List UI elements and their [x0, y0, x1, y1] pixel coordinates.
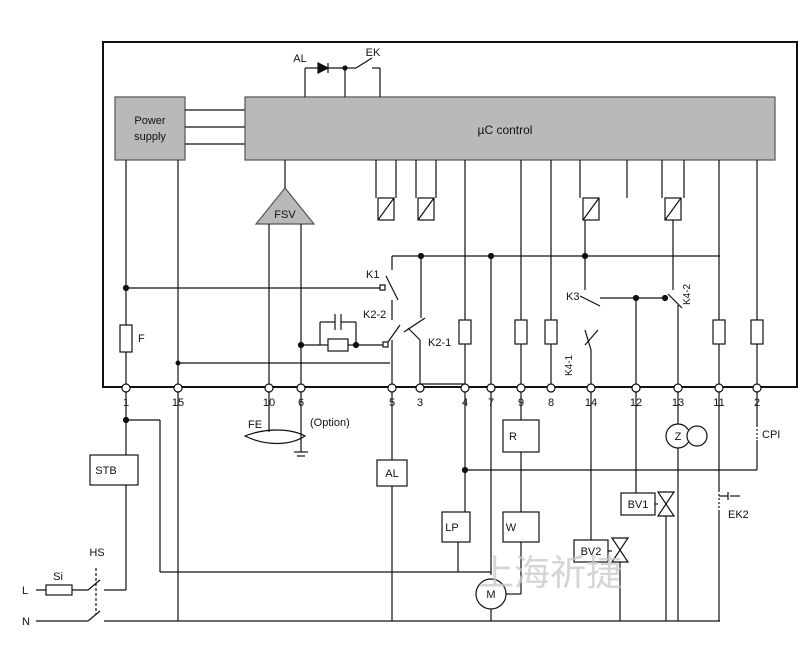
terminal-labels: 1 15 10 6 5 3 4 7 9 8 14 12 13 11 2: [123, 397, 760, 409]
fsv-amplifier: [254, 187, 316, 225]
k2-1-label: K2-1: [428, 337, 451, 349]
k2-2-branch: [297, 314, 426, 352]
al-external-box: [376, 459, 408, 487]
bv1-label: BV1: [628, 499, 649, 511]
z-transformer-right: [686, 425, 708, 447]
cpi-label: CPI: [762, 429, 780, 441]
k2-2-label: K2-2: [363, 309, 386, 321]
al-led-label: AL: [293, 53, 306, 65]
si-label: Si: [53, 571, 63, 583]
w-label: W: [506, 522, 517, 534]
terminal-8: 8: [548, 397, 554, 409]
k3-label: K3: [566, 291, 579, 303]
motor-label: M: [486, 589, 495, 601]
k1-label: K1: [366, 269, 379, 281]
si-fuse: [45, 584, 73, 596]
bv2-label: BV2: [581, 546, 602, 558]
stb-label: STB: [95, 465, 116, 477]
al-ek-top: [304, 57, 381, 97]
w-switch-box: [502, 511, 540, 543]
k3-k4-network: [579, 220, 683, 351]
k1-network: [122, 252, 720, 320]
k4-2-label: K4-2: [682, 283, 693, 305]
lp-label: LP: [445, 522, 458, 534]
bv2-valve-icon: [610, 537, 630, 563]
stb-thermostat: [89, 454, 139, 486]
power-supply-block: [114, 96, 186, 161]
fe-electrode: [243, 392, 308, 457]
internal-fuse-label: F: [138, 333, 145, 345]
internal-resistors: [119, 319, 764, 353]
bv1-valve-icon: [656, 491, 676, 517]
k4-1-label: K4-1: [564, 354, 575, 376]
power-supply-label-2: supply: [134, 131, 166, 143]
fsv-label: FSV: [274, 209, 296, 221]
lp-switch-box: [441, 511, 471, 543]
watermark: 上海祈捷: [478, 553, 622, 594]
power-supply-label-1: Power: [134, 115, 166, 127]
hs-label: HS: [89, 547, 104, 559]
device-frame: [102, 41, 798, 388]
relay-coils: [375, 160, 685, 221]
line-l-label: L: [22, 585, 28, 597]
ek-button-label: EK: [366, 47, 381, 59]
uc-control-label: µC control: [478, 123, 533, 137]
ek2-label: EK2: [728, 509, 749, 521]
uc-control-block: [244, 96, 776, 161]
bus-lines: [185, 109, 245, 145]
fe-label: FE: [248, 419, 262, 431]
option-label: (Option): [310, 417, 350, 429]
al-external-label: AL: [385, 468, 398, 480]
z-label: Z: [675, 431, 682, 443]
terminal-3: 3: [417, 397, 423, 409]
line-n-label: N: [22, 616, 30, 628]
r-label: R: [509, 431, 517, 443]
